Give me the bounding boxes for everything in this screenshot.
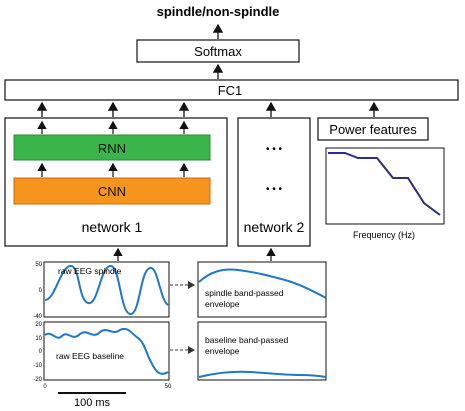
network2-dots-top: • • • — [266, 144, 283, 155]
scale-bar-label: 100 ms — [74, 397, 111, 409]
baseline-envelope-label-2: envelope — [205, 346, 240, 356]
raw-spindle-waveform — [44, 265, 169, 315]
raw-baseline-panel — [43, 321, 170, 381]
baseline-envelope-label-1: baseline band-passed — [205, 335, 288, 345]
raw-baseline-ytick-zero: 0 — [39, 349, 43, 355]
rnn-label: RNN — [98, 141, 126, 156]
baseline-envelope-panel — [197, 321, 327, 381]
raw-baseline-waveform — [44, 328, 169, 375]
output-label: spindle/non-spindle — [157, 4, 280, 19]
fc1-box — [4, 79, 459, 101]
network2-dots-bottom: • • • — [266, 184, 283, 195]
cnn-label: CNN — [98, 184, 126, 199]
baseline-envelope-curve — [198, 370, 327, 378]
power-plot-frame — [325, 147, 445, 225]
network2-box — [237, 117, 311, 247]
power-features-box — [317, 117, 429, 141]
raw-spindle-ytick-zero: 0 — [39, 288, 43, 294]
spindle-envelope-curve — [198, 268, 327, 299]
raw-baseline-label: raw EEG baseline — [56, 351, 124, 361]
power-spectrum-line — [328, 152, 441, 216]
network2-title: network 2 — [244, 219, 305, 235]
power-features-title: Power features — [329, 122, 417, 137]
raw-baseline-ytick-mid2: -10 — [33, 363, 42, 369]
softmax-label: Softmax — [194, 44, 242, 59]
spindle-envelope-label-2: envelope — [205, 299, 240, 309]
rnn-box — [13, 134, 211, 161]
network1-title: network 1 — [82, 219, 143, 235]
raw-spindle-panel — [43, 261, 170, 318]
raw-baseline-ytick-mid1: 10 — [35, 336, 42, 342]
power-xlabel: Frequency (Hz) — [353, 230, 415, 240]
raw-baseline-ytick-bottom: -20 — [33, 377, 42, 383]
raw-baseline-ytick-top: 20 — [35, 322, 42, 328]
cnn-box — [13, 177, 211, 205]
raw-baseline-xtick-start: 0 — [43, 384, 47, 390]
raw-spindle-label: raw EEG spindle — [58, 266, 122, 276]
raw-spindle-ytick-top: 50 — [35, 262, 42, 268]
raw-spindle-ytick-bottom: -40 — [33, 314, 42, 320]
fc1-label: FC1 — [218, 83, 243, 98]
raw-baseline-xtick-end: 50 — [165, 384, 172, 390]
spindle-envelope-label-1: spindle band-passed — [205, 288, 284, 298]
softmax-box — [136, 39, 300, 63]
